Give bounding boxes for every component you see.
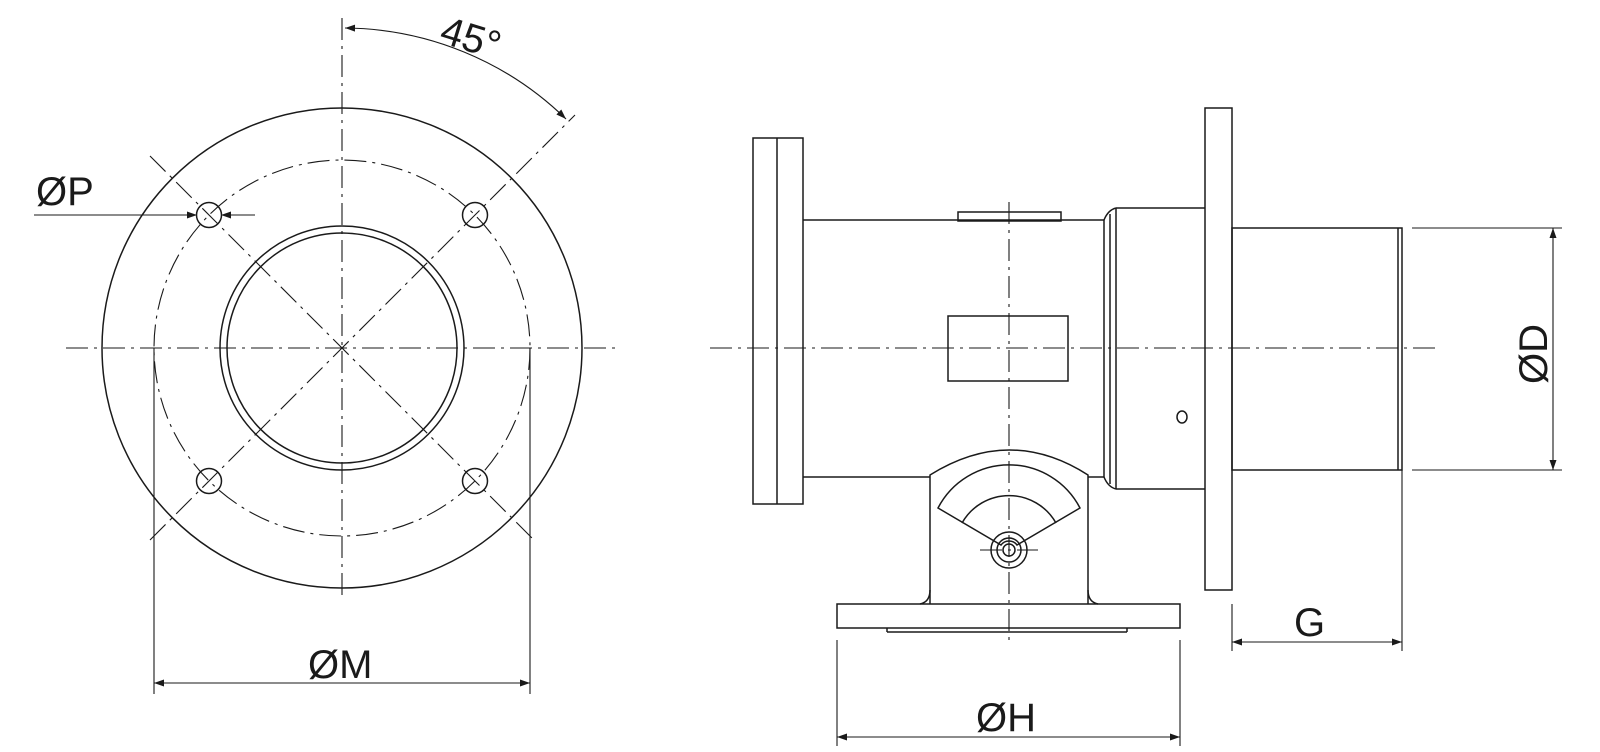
bracket-sector-outer [937, 464, 1081, 546]
grease-nipple [1176, 410, 1188, 424]
front-view: 45° ØP ØM [34, 9, 618, 694]
angle-label: 45° [435, 9, 506, 69]
outlet-length-label: G [1294, 601, 1325, 645]
output-shaft [1231, 227, 1403, 471]
body-step-bottom [1103, 476, 1117, 490]
bolt-hole-label: ØP [36, 170, 94, 214]
base-width-label: ØH [976, 696, 1036, 740]
body-nameplate [947, 315, 1069, 382]
foot-bracket-left-fillet [919, 589, 931, 605]
bore-outer-circle [219, 225, 465, 471]
bolt-circle-label: ØM [308, 643, 372, 687]
bore-inner-circle [226, 232, 458, 464]
outlet-diameter-label: ØD [1512, 324, 1556, 384]
flange-outer-circle [101, 107, 583, 589]
front-diagonal-centerline-a [149, 114, 576, 541]
side-view: ØD G ØH [710, 107, 1562, 746]
angle-dimension-arc [344, 24, 567, 120]
body-step-top [1103, 207, 1117, 221]
bolt-hole-top-right [461, 201, 489, 229]
bolt-hole-bottom-right [461, 467, 489, 495]
front-diagonal-centerline-b [149, 155, 536, 542]
left-flange [752, 137, 804, 505]
foot-bracket-outline [929, 449, 1089, 604]
foot-bracket-right-fillet [1087, 589, 1099, 605]
bracket-sector-inner [961, 494, 1057, 524]
right-flange [1204, 107, 1233, 591]
bolt-hole-bottom-left [195, 467, 223, 495]
